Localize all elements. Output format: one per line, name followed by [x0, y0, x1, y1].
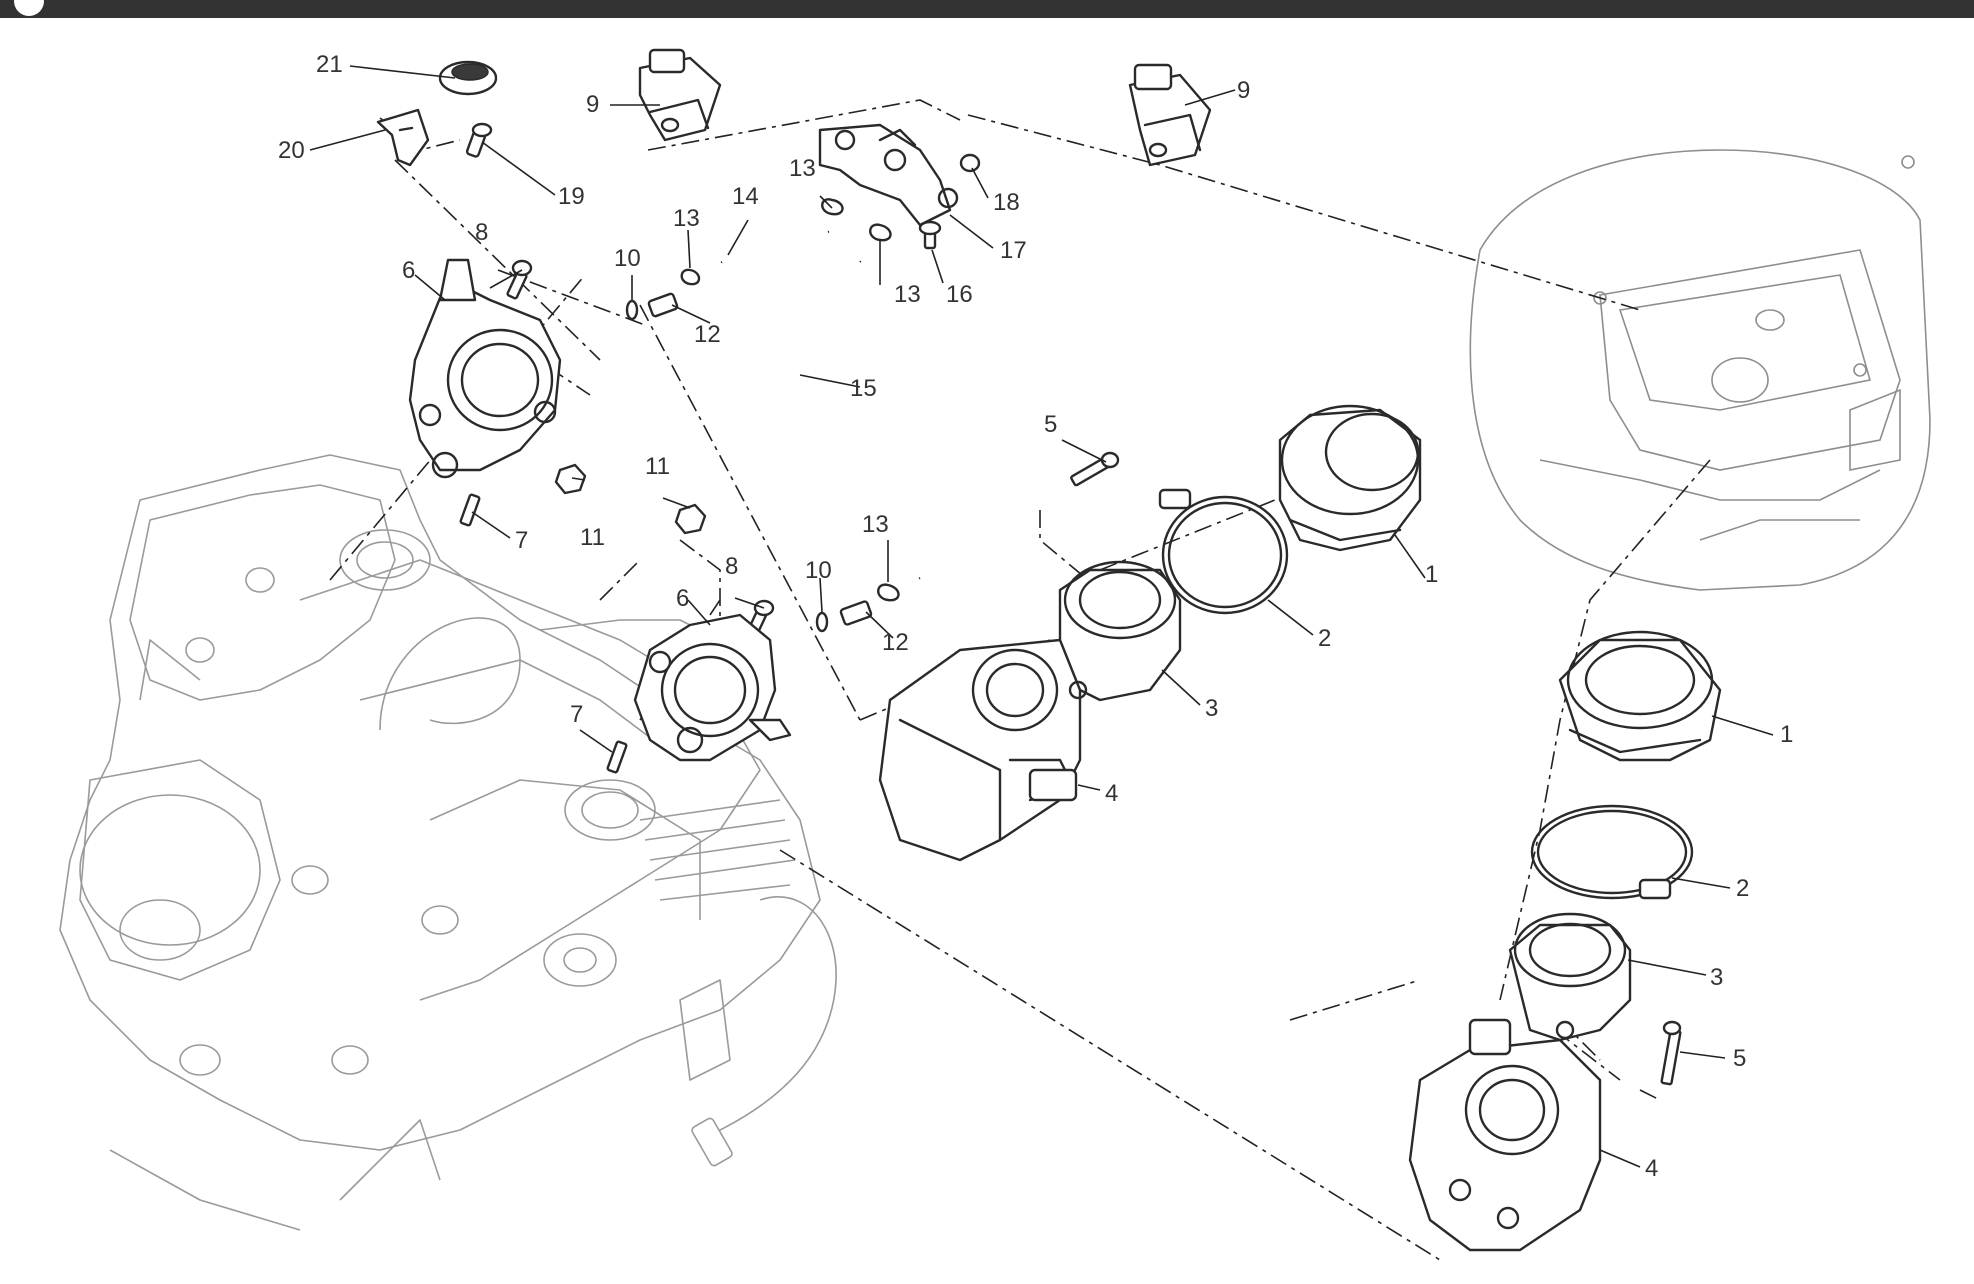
callout-4: 4 [1645, 1155, 1658, 1182]
callout-1: 1 [1425, 561, 1438, 588]
part-11-nut-upper [554, 463, 587, 495]
part-4-throttle-body-rear [1408, 1018, 1602, 1252]
callout-18: 18 [993, 189, 1020, 216]
callout-2: 2 [1736, 875, 1749, 902]
callout-2: 2 [1318, 625, 1331, 652]
part-5-screw-rear [1660, 1020, 1682, 1086]
callout-7: 7 [570, 701, 583, 728]
callout-8: 8 [475, 219, 488, 246]
callout-17: 17 [1000, 237, 1027, 264]
part-9-sensor-right [1128, 63, 1212, 167]
callout-21: 21 [316, 51, 343, 78]
callout-15: 15 [850, 375, 877, 402]
part-20-bracket [376, 108, 430, 167]
callout-10: 10 [805, 557, 832, 584]
callout-13: 13 [789, 155, 816, 182]
callout-11: 11 [580, 524, 605, 551]
header-bar [0, 0, 1974, 18]
part-7-stud-upper [459, 493, 481, 527]
part-4-throttle-body-front [878, 638, 1082, 862]
part-13-clip-b [680, 268, 701, 286]
callout-11: 11 [645, 453, 670, 480]
part-2-clamp-rear [1530, 804, 1694, 900]
part-16-screw [918, 220, 942, 250]
callout-9: 9 [1237, 77, 1250, 104]
callout-5: 5 [1733, 1045, 1746, 1072]
part-15-hose [785, 260, 946, 581]
part-14-hose [720, 229, 830, 265]
callout-13: 13 [673, 205, 700, 232]
part-11-nut-lower [674, 503, 707, 535]
part-12-fitting-upper [647, 292, 679, 318]
callout-13: 13 [862, 511, 889, 538]
callout-6: 6 [402, 257, 415, 284]
part-3-adapter-rear [1508, 912, 1632, 1042]
callout-14: 14 [732, 183, 759, 210]
callout-16: 16 [946, 281, 973, 308]
part-5-screw-front [1070, 451, 1120, 487]
callout-19: 19 [558, 183, 585, 210]
part-13-clip-d [877, 583, 900, 602]
callout-1: 1 [1780, 721, 1793, 748]
part-10-washer-upper [625, 299, 639, 321]
header-corner-mark [14, 0, 44, 16]
callout-8: 8 [725, 553, 738, 580]
callout-5: 5 [1044, 411, 1057, 438]
part-6-intake-flange-lower [633, 613, 792, 762]
part-3-adapter-front [1058, 560, 1182, 702]
callout-4: 4 [1105, 780, 1118, 807]
callout-10: 10 [614, 245, 641, 272]
part-10-washer-lower [815, 611, 829, 633]
part-18-nut [959, 153, 981, 173]
callout-leaders [309, 65, 1774, 1168]
part-6-intake-flange-upper [408, 258, 562, 479]
callout-20: 20 [278, 137, 305, 164]
callout-3: 3 [1205, 695, 1218, 722]
callout-6: 6 [676, 585, 689, 612]
part-1-intake-duct-front [1278, 404, 1422, 552]
callout-3: 3 [1710, 964, 1723, 991]
part-13-clip-c [869, 223, 892, 242]
part-19-screw [465, 122, 493, 158]
callout-12: 12 [882, 629, 909, 656]
engine-outline [59, 454, 837, 1231]
airbox-housing [1469, 149, 1931, 591]
callout-7: 7 [515, 527, 528, 554]
callout-labels: 1 1 2 2 3 3 4 4 5 5 6 6 7 7 8 8 9 9 10 1… [278, 51, 1793, 1182]
part-21-grommet [438, 60, 498, 96]
part-7-stud-lower [606, 740, 628, 774]
part-9-sensor-left [638, 48, 722, 142]
part-12-fitting-lower [839, 600, 873, 626]
part-8-screw-upper [506, 259, 533, 300]
callout-13: 13 [894, 281, 921, 308]
part-2-clamp-front [1158, 488, 1289, 615]
callout-12: 12 [694, 321, 721, 348]
part-1-intake-duct-rear [1558, 630, 1722, 762]
callout-9: 9 [586, 91, 599, 118]
